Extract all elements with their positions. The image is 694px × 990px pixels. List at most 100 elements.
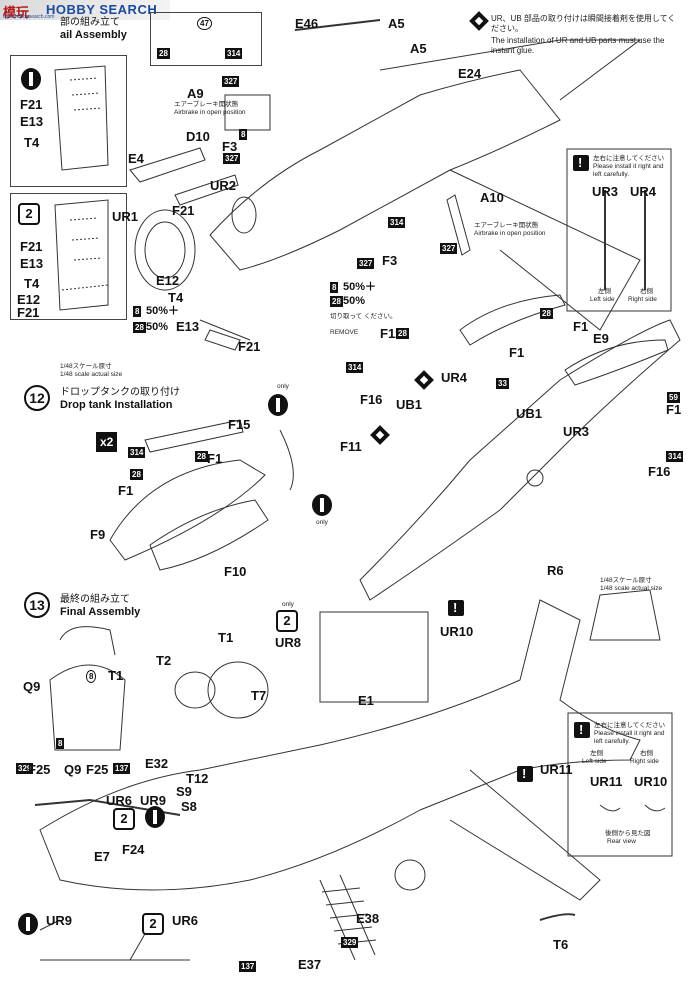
part-label: UR10 — [634, 774, 668, 789]
part-label: UR11 — [540, 762, 573, 777]
tail-fin — [379, 39, 642, 101]
airbrake-note-en: Airbrake in open position — [174, 109, 246, 116]
drop-tank-right — [564, 339, 669, 386]
part-label: A5 — [388, 16, 405, 31]
variant-2-frame — [10, 193, 127, 320]
left-side-jp: 左側 — [598, 288, 611, 295]
rear-fuselage — [209, 69, 561, 271]
paint-code: 8 — [133, 306, 142, 317]
hobbysearch-logo: 模玩 HOBBY SEARCH www.hobbysearch.com — [0, 0, 170, 20]
variant-1-frame — [10, 55, 127, 187]
inset-detail-UR8 — [319, 611, 429, 703]
part-label: F15 — [228, 417, 251, 432]
part-label: T2 — [156, 653, 172, 668]
variant-2-icon: 2 — [142, 913, 164, 935]
times-two-badge: x2 — [96, 432, 118, 452]
part-label: A9 — [187, 86, 204, 101]
part-label: UR3 — [592, 184, 619, 199]
part-label: E37 — [298, 957, 322, 972]
paint-code: 314 — [388, 217, 406, 228]
part-label: UR4 — [441, 370, 468, 385]
exhaust-ring — [231, 196, 257, 234]
part-label: T4 — [168, 290, 184, 305]
part-label: S9 — [176, 784, 192, 799]
percent-label: 50%＋ — [343, 281, 377, 293]
paint-code: 329 — [16, 763, 34, 774]
part-label: F3 — [382, 253, 398, 268]
caution-icon — [574, 722, 590, 738]
airbrake-note-jp: エアーブレーキ開状態 — [174, 101, 239, 108]
rear-view-jp: 後側から見た図 — [605, 830, 651, 837]
caution-icon — [517, 766, 533, 782]
remove-note-en: REMOVE — [330, 329, 359, 336]
aircraft-side-view — [39, 599, 641, 891]
exhaust-nozzle — [134, 209, 196, 291]
part-label: UR4 — [630, 184, 657, 199]
part-label: T12 — [186, 771, 209, 786]
part-label: F16 — [360, 392, 383, 407]
step12-title: ドロップタンクの取り付け Drop tank Installation — [60, 386, 180, 412]
variant-1-icon — [145, 806, 165, 828]
part-label: F10 — [224, 564, 247, 579]
part-label: T4 — [24, 276, 40, 291]
part-label: UR6 — [106, 793, 133, 808]
paint-code: 47 — [197, 17, 212, 30]
part-label: F21 — [20, 239, 43, 254]
paint-code: 28 — [195, 451, 208, 462]
logo-brand-text: HOBBY SEARCH — [46, 2, 158, 17]
detail-T1-frame — [59, 626, 116, 656]
paint-code: 8 — [56, 738, 65, 749]
part-label: E7 — [94, 849, 110, 864]
careful-note-jp: 左右に注意してください — [593, 155, 665, 162]
part-label: UR2 — [210, 178, 237, 193]
part-label: F1 — [666, 402, 682, 417]
scale-note-jp: 1/48スケール原寸 — [60, 363, 112, 370]
careful-note-en2: left carefully. — [593, 171, 630, 178]
paint-code: 8 — [86, 670, 97, 683]
aircraft-underside — [359, 319, 681, 601]
part-label: UR6 — [172, 913, 199, 928]
part-label: E46 — [295, 16, 319, 31]
paint-code: 314 — [128, 447, 146, 458]
scale-wing-piece — [589, 589, 661, 641]
part-label: UR1 — [112, 209, 139, 224]
part-label: E13 — [20, 114, 44, 129]
paint-code: 314 — [225, 48, 243, 59]
part-label: F21 — [20, 97, 43, 112]
part-label: T1 — [218, 630, 234, 645]
part-label: F16 — [648, 464, 671, 479]
part-label: F11 — [340, 439, 362, 454]
right-side-jp: 右側 — [640, 288, 653, 295]
paint-code: 8 — [330, 282, 339, 293]
paint-code: 137 — [239, 961, 257, 972]
main-wheel — [394, 859, 426, 891]
drop-tank-F9 — [109, 459, 266, 561]
part-label: T4 — [24, 135, 40, 150]
part-T6-shape — [539, 913, 576, 921]
tail-detail-2 — [54, 199, 109, 311]
instant-glue-note-en: The installation of UR and UB parts must… — [491, 36, 665, 55]
part-label: T7 — [251, 688, 267, 703]
variant-2-icon: 2 — [113, 808, 135, 830]
part-label: F1 — [118, 483, 134, 498]
paint-code: 314 — [346, 362, 364, 373]
variant-2-icon: 2 — [18, 203, 40, 225]
part-label: S8 — [181, 799, 197, 814]
paint-code: 28 — [396, 328, 409, 339]
careful-note-en1: Please install it right and — [593, 163, 664, 170]
part-label: E1 — [358, 693, 374, 708]
step13-number: 13 — [24, 592, 50, 618]
left-side-en: Left side — [590, 296, 615, 303]
step13-title: 最終の組み立て Final Assembly — [60, 593, 140, 619]
canopy-T2 — [174, 671, 216, 709]
airbrake-A9 — [224, 94, 271, 131]
percent-label: 50%＋ — [146, 305, 180, 317]
variant-1-icon — [268, 394, 288, 416]
part-label: E4 — [128, 151, 144, 166]
only-note: only — [316, 519, 328, 526]
part-label: F21 — [172, 203, 195, 218]
part-label: UB1 — [396, 397, 423, 412]
part-label: F1 — [207, 451, 223, 466]
part-label: F21 — [17, 305, 40, 320]
